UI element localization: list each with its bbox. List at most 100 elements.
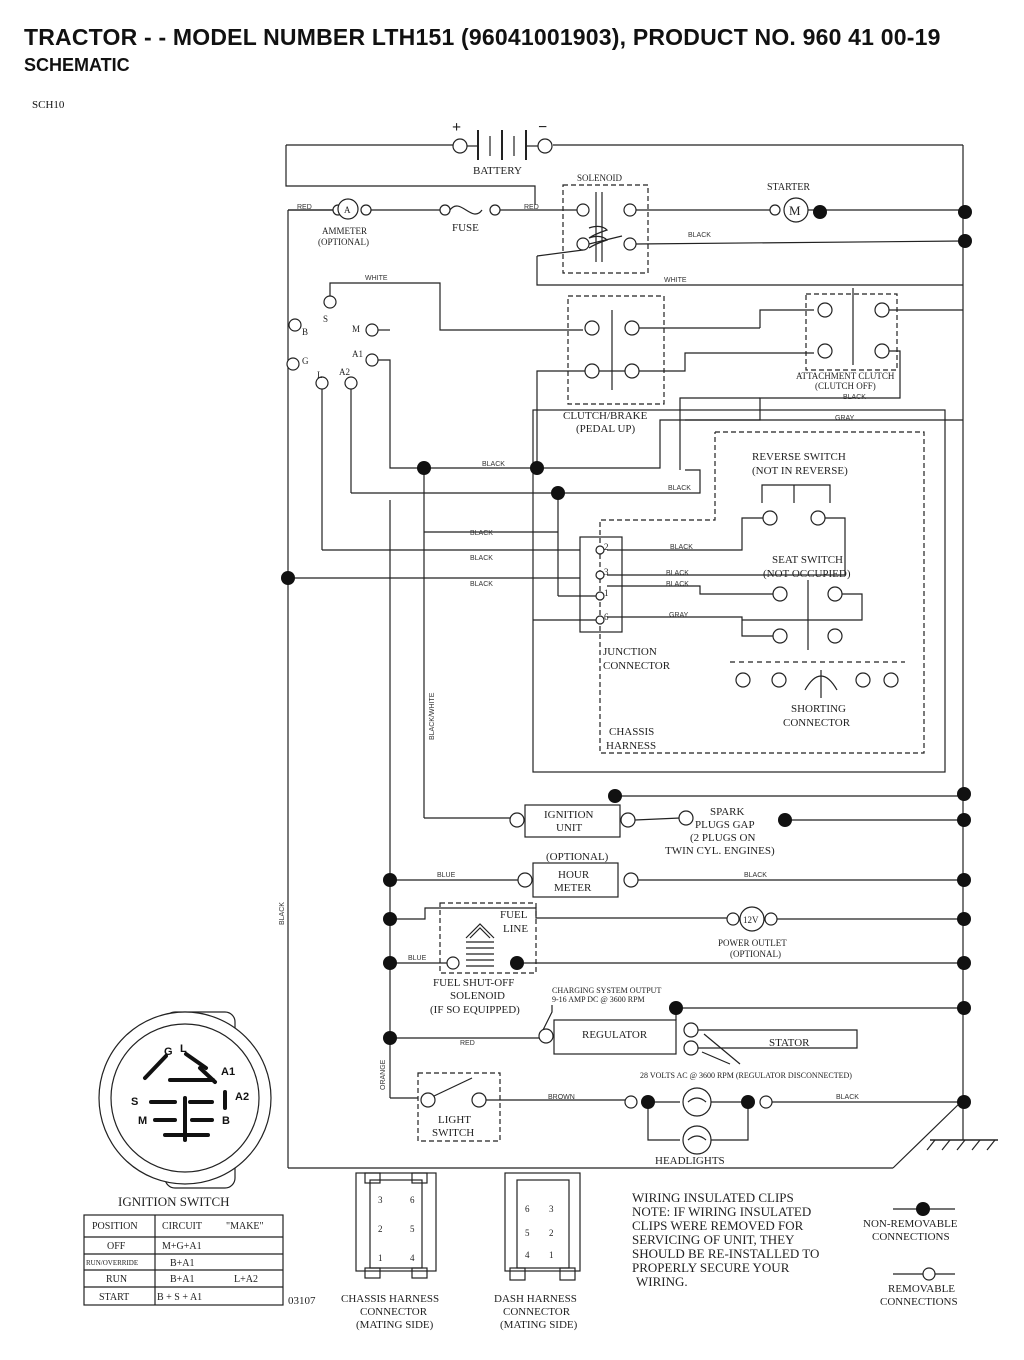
- starter-label: STARTER: [767, 182, 810, 193]
- wire-label-black: BLACK: [836, 1094, 859, 1101]
- regulator-label: REGULATOR: [582, 1029, 648, 1041]
- wire-label-black: BLACK: [843, 394, 866, 401]
- dash-harness-connector: 6 3 5 2 4 1 DASH HARNESS CONNECTOR (MATI…: [494, 1172, 581, 1331]
- switch-face-a2: A2: [235, 1091, 249, 1103]
- stator-note: 28 VOLTS AC @ 3600 RPM (REGULATOR DISCON…: [640, 1071, 852, 1080]
- note-line: SERVICING OF UNIT, THEY: [632, 1232, 795, 1247]
- wire-label-orange: ORANGE: [380, 1059, 387, 1090]
- wire-label-gray: GRAY: [835, 415, 855, 422]
- fuel-solenoid-label: FUEL SHUT-OFF: [433, 977, 514, 989]
- charging-output-label: CHARGING SYSTEM OUTPUT: [552, 986, 661, 995]
- chassis-connector-sub: CONNECTOR: [360, 1306, 428, 1318]
- terminal-s: S: [323, 314, 328, 324]
- table-cell: M+G+A1: [162, 1241, 202, 1252]
- table-header-position: POSITION: [92, 1221, 138, 1232]
- note-line: PROPERLY SECURE YOUR: [632, 1260, 790, 1275]
- junction-pin: 1: [604, 588, 609, 598]
- drawing-number: 03107: [288, 1295, 316, 1307]
- dash-connector-side: (MATING SIDE): [500, 1319, 578, 1331]
- light-switch-sub: SWITCH: [432, 1127, 474, 1139]
- table-cell: START: [99, 1292, 129, 1303]
- spark-plugs-label: SPARK: [710, 806, 745, 818]
- hour-meter: (OPTIONAL) HOUR METER BLUE BLACK: [390, 851, 963, 898]
- reverse-switch-label: REVERSE SWITCH: [752, 451, 846, 463]
- fuel-power-circuit: 12V POWER OUTLET (OPTIONAL) FUEL LINE BL…: [390, 902, 963, 1016]
- dash-connector-sub: CONNECTOR: [503, 1306, 571, 1318]
- ground-icon: [926, 1100, 998, 1151]
- connection-legend: NON-REMOVABLE CONNECTIONS REMOVABLE CONN…: [863, 1202, 958, 1308]
- light-switch-label: LIGHT: [438, 1114, 471, 1126]
- wire-label-white: WHITE: [664, 277, 687, 284]
- shorting-connector-label: SHORTING: [791, 703, 846, 715]
- wire-label-blue: BLUE: [408, 955, 427, 962]
- hour-meter-label: HOUR: [558, 869, 590, 881]
- wire-label-black: BLACK: [668, 485, 691, 492]
- attachment-clutch-state: (CLUTCH OFF): [815, 381, 876, 391]
- spark-plugs-engine: TWIN CYL. ENGINES): [665, 845, 775, 857]
- solenoid: SOLENOID BLACK WHITE: [536, 173, 964, 286]
- wiring-note: WIRING INSULATED CLIPS NOTE: IF WIRING I…: [632, 1190, 819, 1289]
- note-line: CLIPS WERE REMOVED FOR: [632, 1218, 804, 1233]
- regulator: CHARGING SYSTEM OUTPUT 9-16 AMP DC @ 360…: [390, 986, 963, 1080]
- terminal-a2: A2: [339, 367, 350, 377]
- fuse-label: FUSE: [452, 222, 479, 234]
- battery-minus-label: −: [538, 119, 547, 136]
- starter-symbol: M: [789, 203, 801, 218]
- switch-face-m: M: [138, 1115, 147, 1127]
- attachment-clutch: ATTACHMENT CLUTCH (CLUTCH OFF) BLACK GRA…: [424, 288, 963, 470]
- wire-label-black: BLACK: [666, 570, 689, 577]
- page-subtitle: SCHEMATIC: [24, 55, 130, 75]
- headlights-label: HEADLIGHTS: [655, 1155, 725, 1167]
- schematic-code: SCH10: [32, 99, 65, 111]
- chassis-harness: BLACK REVERSE SWITCH (NOT IN REVERSE) SE…: [532, 409, 946, 773]
- table-cell: B+A1: [170, 1258, 195, 1269]
- wire-label-black-white: BLACK/WHITE: [429, 692, 436, 740]
- fuel-line-sub: LINE: [503, 923, 528, 935]
- note-line: SHOULD BE RE-INSTALLED TO: [632, 1246, 819, 1261]
- table-cell: B + S + A1: [157, 1292, 202, 1303]
- chassis-harness-sub: HARNESS: [606, 740, 656, 752]
- reverse-switch-state: (NOT IN REVERSE): [752, 465, 848, 477]
- ammeter-optional: (OPTIONAL): [318, 237, 369, 247]
- wire-label-brown: BROWN: [548, 1094, 575, 1101]
- switch-face-b: B: [222, 1115, 230, 1127]
- table-cell: L+A2: [234, 1274, 258, 1285]
- fuel-solenoid-sub: SOLENOID: [450, 990, 505, 1002]
- non-removable-dots: [281, 205, 972, 1109]
- power-outlet-symbol: 12V: [743, 915, 759, 925]
- clutch-brake-state: (PEDAL UP): [576, 423, 636, 435]
- terminal-g: G: [302, 356, 309, 366]
- dash-pin: 5: [525, 1228, 530, 1238]
- wire-label-black: BLACK: [470, 530, 493, 537]
- wire-label-black: BLACK: [482, 461, 505, 468]
- seat-switch-label: SEAT SWITCH: [772, 554, 843, 566]
- battery-plus-label: +: [452, 119, 461, 136]
- wire-label-black: BLACK: [666, 581, 689, 588]
- terminal-m: M: [352, 324, 360, 334]
- table-cell: RUN/OVERRIDE: [86, 1259, 138, 1267]
- fuel-solenoid-note: (IF SO EQUIPPED): [430, 1004, 520, 1016]
- wire-label-red: RED: [460, 1040, 475, 1047]
- hour-meter-sub: METER: [554, 882, 592, 894]
- dash-pin: 4: [525, 1250, 530, 1260]
- dash-pin: 2: [549, 1228, 554, 1238]
- wire-label-gray: GRAY: [669, 612, 689, 619]
- chassis-pin: 4: [410, 1253, 415, 1263]
- wire-label-black: BLACK: [470, 555, 493, 562]
- terminal-b: B: [302, 327, 308, 337]
- table-header-circuit: CIRCUIT: [162, 1221, 202, 1232]
- legend-removable: REMOVABLE: [888, 1283, 955, 1295]
- terminal-l: L: [317, 370, 323, 380]
- ignition-switch-table: POSITION CIRCUIT "MAKE" OFF M+G+A1 RUN/O…: [83, 1214, 284, 1306]
- wire-label-red: RED: [524, 204, 539, 211]
- vertical-buses: BLACK/WHITE BLACK ORANGE: [279, 468, 512, 1099]
- legend-non-removable: NON-REMOVABLE: [863, 1218, 958, 1230]
- chassis-pin: 1: [378, 1253, 383, 1263]
- ignition-switch-title: IGNITION SWITCH: [118, 1194, 230, 1209]
- power-outlet-optional: (OPTIONAL): [730, 949, 781, 959]
- wire-label-black: BLACK: [744, 872, 767, 879]
- ignition-switch-face: G L A1 S A2 M B IGNITION SWITCH: [98, 1011, 272, 1209]
- solenoid-label: SOLENOID: [577, 173, 622, 183]
- dash-pin: 3: [549, 1204, 554, 1214]
- chassis-harness-label: CHASSIS: [609, 726, 654, 738]
